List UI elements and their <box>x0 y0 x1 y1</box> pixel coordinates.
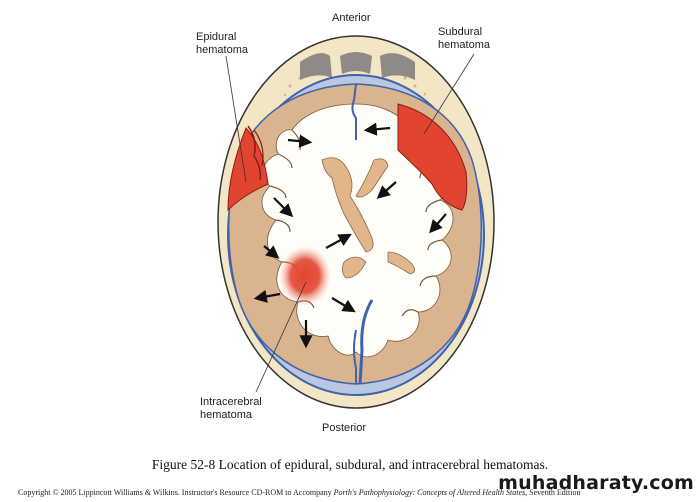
intracerebral-label-line1: Intracerebral <box>200 396 262 408</box>
intracerebral-label-line2: hematoma <box>200 409 252 421</box>
watermark: muhadharaty.com <box>498 472 694 494</box>
epidural-vessel <box>253 129 264 167</box>
posterior-vessel <box>358 299 374 385</box>
interhemispheric-fissure <box>353 329 357 384</box>
figure-caption: Figure 52-8 Location of epidural, subdur… <box>151 457 549 472</box>
lateral-ventricle <box>355 158 389 198</box>
leader-lines <box>225 53 475 393</box>
ventricle-horn <box>387 251 415 275</box>
epidural-label-line2: hematoma <box>196 44 248 56</box>
posterior-label: Posterior <box>322 422 367 434</box>
brain-cross-section-diagram <box>217 35 495 409</box>
frontal-bone <box>300 53 332 80</box>
subdural-label-line2: hematoma <box>438 39 490 51</box>
intracerebral-hematoma <box>279 246 331 306</box>
epidural-hematoma-label: Epidural hematoma <box>196 31 248 57</box>
subdural-hematoma <box>397 103 468 211</box>
interhemispheric-fissure <box>351 83 357 140</box>
pressure-arrows <box>253 122 447 349</box>
copyright-suffix: , Seventh Edition <box>525 488 581 497</box>
subdural-label-line1: Subdural <box>438 26 483 38</box>
book-title: Porth's Pathophysiology: Concepts of Alt… <box>333 488 526 497</box>
lateral-ventricle <box>321 157 374 253</box>
frontal-bone <box>380 53 415 80</box>
copyright-prefix: Copyright © 2005 Lippincott Williams & W… <box>18 488 334 497</box>
intracerebral-hematoma-label: Intracerebral hematoma <box>200 396 262 422</box>
ventricle-horn <box>342 256 367 279</box>
subdural-hematoma-label: Subdural hematoma <box>438 26 490 52</box>
epidural-vessel <box>247 125 262 181</box>
crista-galli <box>340 52 372 74</box>
copyright-notice: Copyright © 2005 Lippincott Williams & W… <box>18 488 580 497</box>
anterior-label: Anterior <box>332 12 371 24</box>
epidural-label-line1: Epidural <box>196 31 237 43</box>
